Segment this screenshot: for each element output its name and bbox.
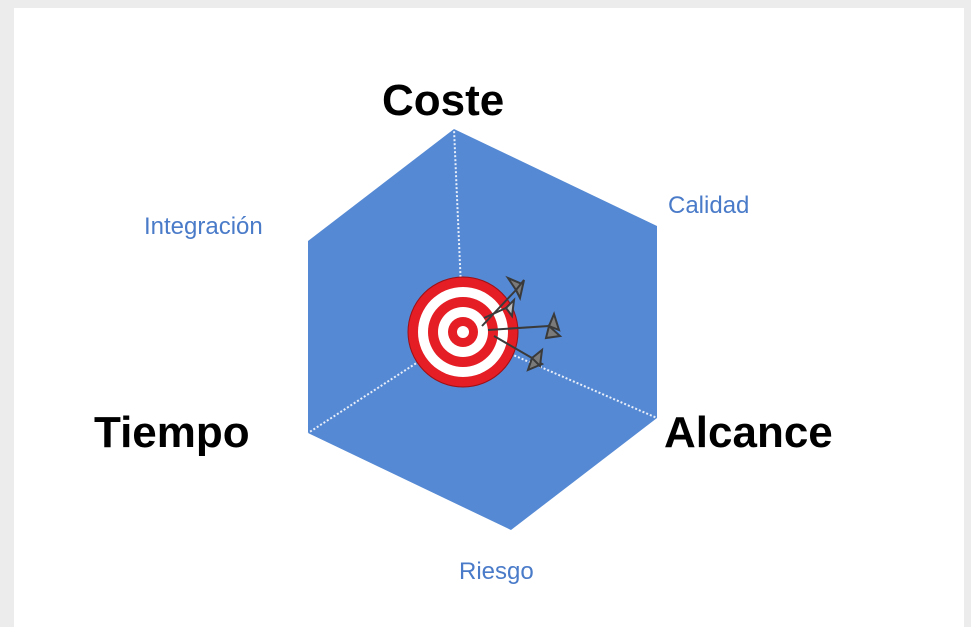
label-calidad: Calidad bbox=[668, 192, 750, 219]
label-tiempo: Tiempo bbox=[94, 408, 250, 457]
label-integracion: Integración bbox=[144, 213, 263, 240]
label-alcance: Alcance bbox=[664, 408, 833, 457]
target-icon bbox=[407, 276, 519, 388]
diagram-canvas: Coste Tiempo Alcance Calidad Integración… bbox=[14, 8, 964, 627]
label-coste: Coste bbox=[382, 76, 505, 125]
label-riesgo: Riesgo bbox=[459, 558, 534, 585]
axis-line-left bbox=[307, 332, 464, 434]
hexagon-diagram bbox=[307, 128, 658, 530]
darts-icon bbox=[481, 275, 563, 372]
axis-line-right bbox=[462, 332, 658, 419]
